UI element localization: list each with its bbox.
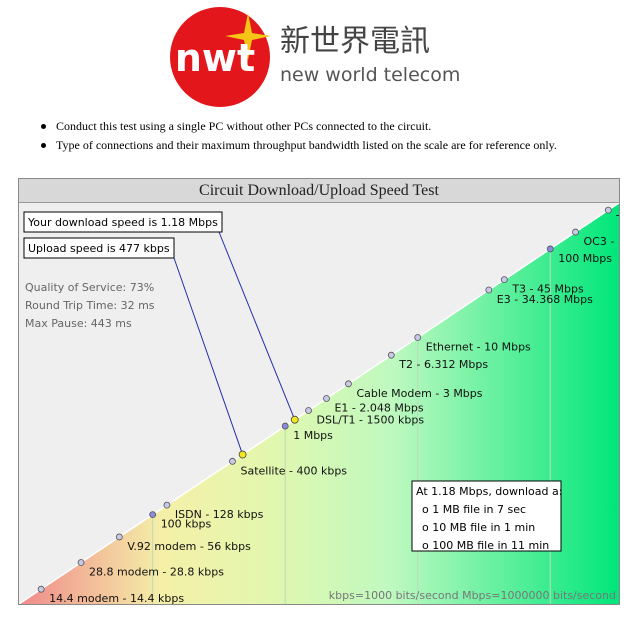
- scale-marker: [387, 351, 395, 359]
- star-icon: [225, 13, 271, 60]
- scale-marker: [345, 380, 352, 388]
- max-pause: Max Pause: 443 ms: [25, 317, 132, 330]
- quality-of-service: Quality of Service: 73%: [25, 281, 154, 294]
- download-leader-line: [218, 231, 296, 420]
- scale-label: T3 - 45 Mbps: [511, 283, 584, 296]
- scale-marker: [305, 407, 312, 414]
- scale-label: E3 - 34.368 Mbps: [497, 293, 593, 306]
- scale-marker: [485, 286, 493, 294]
- upload-result-box: [23, 237, 175, 259]
- download-times-box: [411, 480, 562, 552]
- scale-label: 28.8 modem - 28.8 kbps: [89, 566, 224, 579]
- scale-label: 1 Mbps: [293, 429, 333, 442]
- download-result-text: Your download speed is 1.18 Mbps: [27, 216, 218, 229]
- scale-label: Cable Modem - 3 Mbps: [356, 387, 482, 400]
- upload-leader-line: [173, 257, 244, 455]
- upload-result-text: Upload speed is 477 kbps: [28, 242, 170, 255]
- scale-marker: [572, 228, 579, 236]
- scale-marker: [229, 457, 236, 465]
- scale-label: OC3 - 155 Mbps: [584, 235, 619, 248]
- scale-marker: [77, 559, 85, 566]
- panel-title: Circuit Download/Upload Speed Test: [19, 179, 619, 203]
- scale-label: ISDN - 128 kbps: [175, 508, 264, 521]
- scale-marker: [149, 511, 157, 519]
- scale-marker: [414, 334, 422, 341]
- speed-test-panel: Circuit Download/Upload Speed Test 14.4 …: [18, 178, 620, 605]
- download-time-item: o 100 MB file in 11 min: [422, 539, 549, 552]
- note-item: Conduct this test using a single PC with…: [36, 117, 636, 136]
- scale-label: DSL/T1 - 1500 kbps: [317, 413, 425, 426]
- scale-marker: [604, 206, 612, 214]
- scale-label: T4 - 274 Mbps: [615, 213, 619, 226]
- scale-label: V.92 modem - 56 kbps: [127, 540, 251, 553]
- round-trip-time: Round Trip Time: 32 ms: [25, 299, 155, 312]
- scale-label: E1 - 2.048 Mbps: [334, 401, 423, 414]
- scale-label: Satellite - 400 kbps: [240, 464, 347, 477]
- scale-label: 100 kbps: [161, 518, 212, 531]
- units-footer: kbps=1000 bits/second Mbps=1000000 bits/…: [329, 589, 616, 602]
- upload-speed-marker: [238, 450, 247, 459]
- notes-list: Conduct this test using a single PC with…: [36, 117, 636, 155]
- download-speed-marker: [290, 415, 299, 424]
- download-time-item: o 1 MB file in 7 sec: [422, 503, 526, 516]
- download-time-item: o 10 MB file in 1 min: [422, 521, 535, 534]
- download-times-heading: At 1.18 Mbps, download a:: [416, 485, 562, 498]
- scale-label: Ethernet - 10 Mbps: [426, 341, 531, 354]
- scale-marker: [115, 533, 123, 541]
- scale-marker: [323, 395, 330, 402]
- logo-english-name: new world telecom: [280, 64, 460, 86]
- scale-marker: [37, 585, 45, 593]
- company-logo: nwt 新世界電訊 new world telecom: [170, 7, 460, 107]
- scale-marker: [546, 245, 554, 253]
- scale-label: 100 Mbps: [558, 252, 612, 265]
- scale-marker: [163, 501, 171, 509]
- speed-scale-chart: 14.4 modem - 14.4 kbps 28.8 modem - 28.8 …: [19, 203, 619, 604]
- note-item: Type of connections and their maximum th…: [36, 136, 636, 155]
- scale-marker: [500, 276, 508, 284]
- download-result-box: [23, 211, 223, 233]
- logo-badge-text: nwt: [175, 36, 255, 80]
- scale-label: T2 - 6.312 Mbps: [398, 358, 488, 371]
- logo-chinese-name: 新世界電訊: [280, 24, 430, 59]
- scale-marker: [281, 422, 289, 430]
- scale-label: 14.4 modem - 14.4 kbps: [49, 592, 184, 604]
